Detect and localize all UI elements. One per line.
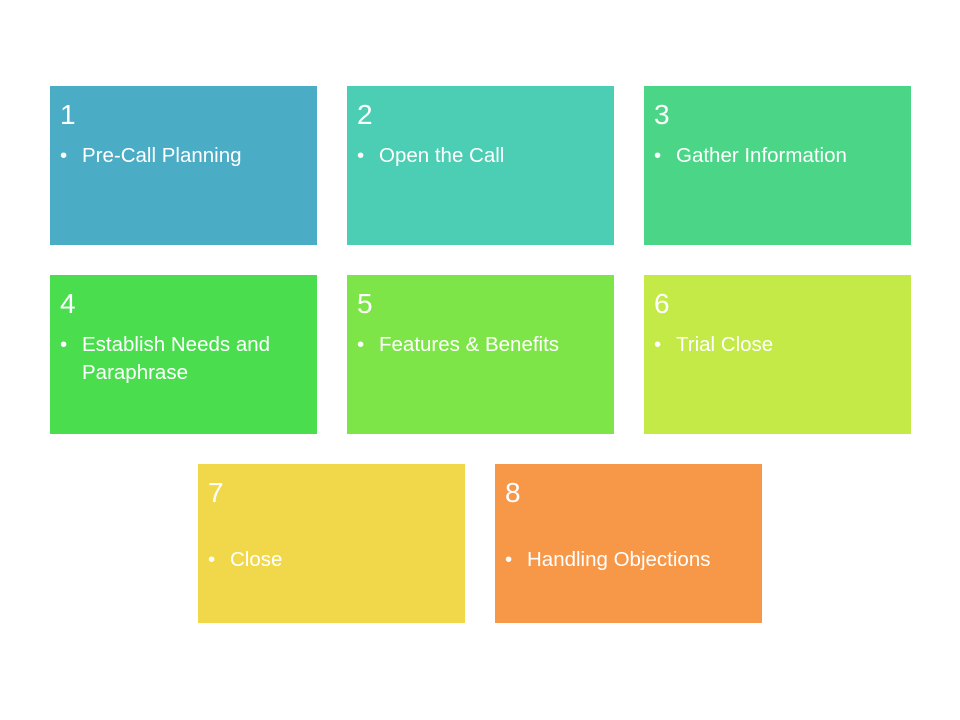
step-label: Open the Call xyxy=(379,144,505,167)
step-card-1: 1 • Pre-Call Planning xyxy=(50,86,317,245)
step-label: Handling Objections xyxy=(527,548,711,571)
step-bullet-list: • Features & Benefits xyxy=(357,331,604,359)
bullet-icon: • xyxy=(654,333,662,356)
step-label: Establish Needs and Paraphrase xyxy=(82,333,271,384)
step-bullet-list: • Trial Close xyxy=(654,331,901,359)
step-bullet-item: • Handling Objections xyxy=(505,546,752,574)
step-number: 1 xyxy=(60,99,76,130)
step-label: Pre-Call Planning xyxy=(82,144,242,167)
step-card-5: 5 • Features & Benefits xyxy=(347,275,614,434)
step-number: 5 xyxy=(357,288,373,319)
step-card-2: 2 • Open the Call xyxy=(347,86,614,245)
step-bullet-item: • Features & Benefits xyxy=(357,331,604,359)
bullet-icon: • xyxy=(357,144,365,167)
bullet-icon: • xyxy=(357,333,365,356)
bullet-icon: • xyxy=(505,548,513,571)
step-card-4: 4 • Establish Needs and Paraphrase xyxy=(50,275,317,434)
step-bullet-item: • Establish Needs and Paraphrase xyxy=(60,331,307,387)
step-number: 7 xyxy=(208,477,224,508)
bullet-icon: • xyxy=(208,548,216,571)
step-bullet-list: • Establish Needs and Paraphrase xyxy=(60,331,307,387)
step-bullet-item: • Pre-Call Planning xyxy=(60,142,307,170)
step-card-8: 8 • Handling Objections xyxy=(495,464,762,623)
step-card-7: 7 • Close xyxy=(198,464,465,623)
step-label: Gather Information xyxy=(676,144,847,167)
step-bullet-list: • Open the Call xyxy=(357,142,604,170)
step-bullet-item: • Open the Call xyxy=(357,142,604,170)
step-card-3: 3 • Gather Information xyxy=(644,86,911,245)
step-bullet-list: • Handling Objections xyxy=(505,546,752,574)
step-bullet-list: • Close xyxy=(208,546,455,574)
step-number: 6 xyxy=(654,288,670,319)
step-card-6: 6 • Trial Close xyxy=(644,275,911,434)
bullet-icon: • xyxy=(60,333,68,356)
step-bullet-list: • Pre-Call Planning xyxy=(60,142,307,170)
step-label: Close xyxy=(230,548,283,571)
bullet-icon: • xyxy=(654,144,662,167)
step-bullet-list: • Gather Information xyxy=(654,142,901,170)
step-label: Features & Benefits xyxy=(379,333,560,356)
step-label: Trial Close xyxy=(676,333,774,356)
step-number: 8 xyxy=(505,477,521,508)
step-number: 4 xyxy=(60,288,76,319)
step-number: 3 xyxy=(654,99,670,130)
step-number: 2 xyxy=(357,99,373,130)
step-bullet-item: • Gather Information xyxy=(654,142,901,170)
bullet-icon: • xyxy=(60,144,68,167)
step-bullet-item: • Trial Close xyxy=(654,331,901,359)
step-bullet-item: • Close xyxy=(208,546,455,574)
